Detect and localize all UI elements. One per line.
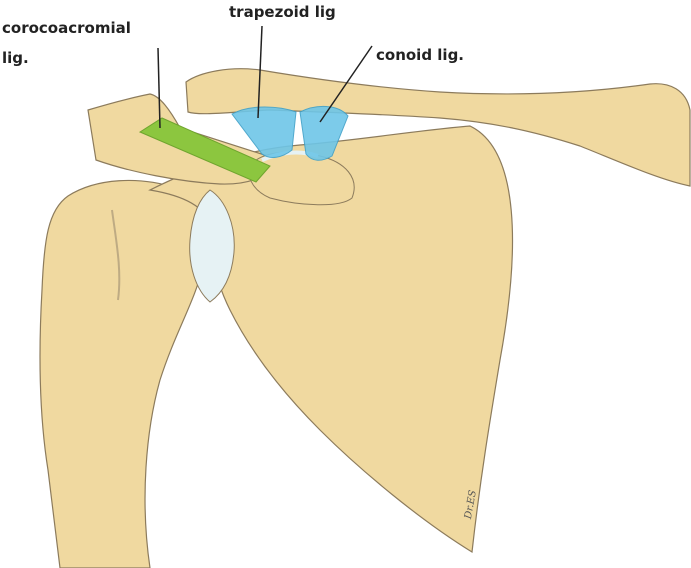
label-coracoacromial-ligament-line2: lig. [2,51,29,66]
label-conoid-ligament: conoid lig. [376,48,464,63]
humerus [40,180,206,568]
label-coracoacromial-ligament: corocoacromial [2,21,131,36]
label-trapezoid-ligament: trapezoid lig [229,5,336,20]
